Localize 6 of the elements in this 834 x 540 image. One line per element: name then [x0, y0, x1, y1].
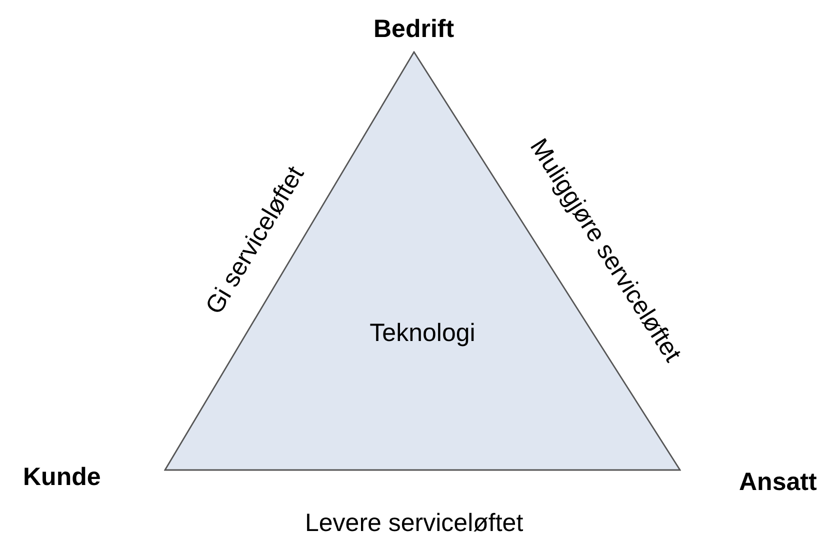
vertex-label: Kunde [23, 462, 101, 492]
side-label: Levere serviceløftet [305, 508, 524, 538]
center-label: Teknologi [370, 319, 476, 348]
vertex-label: Ansatt [739, 468, 817, 496]
vertex-label: Bedrift [374, 14, 454, 44]
triangle-shape [164, 51, 681, 471]
